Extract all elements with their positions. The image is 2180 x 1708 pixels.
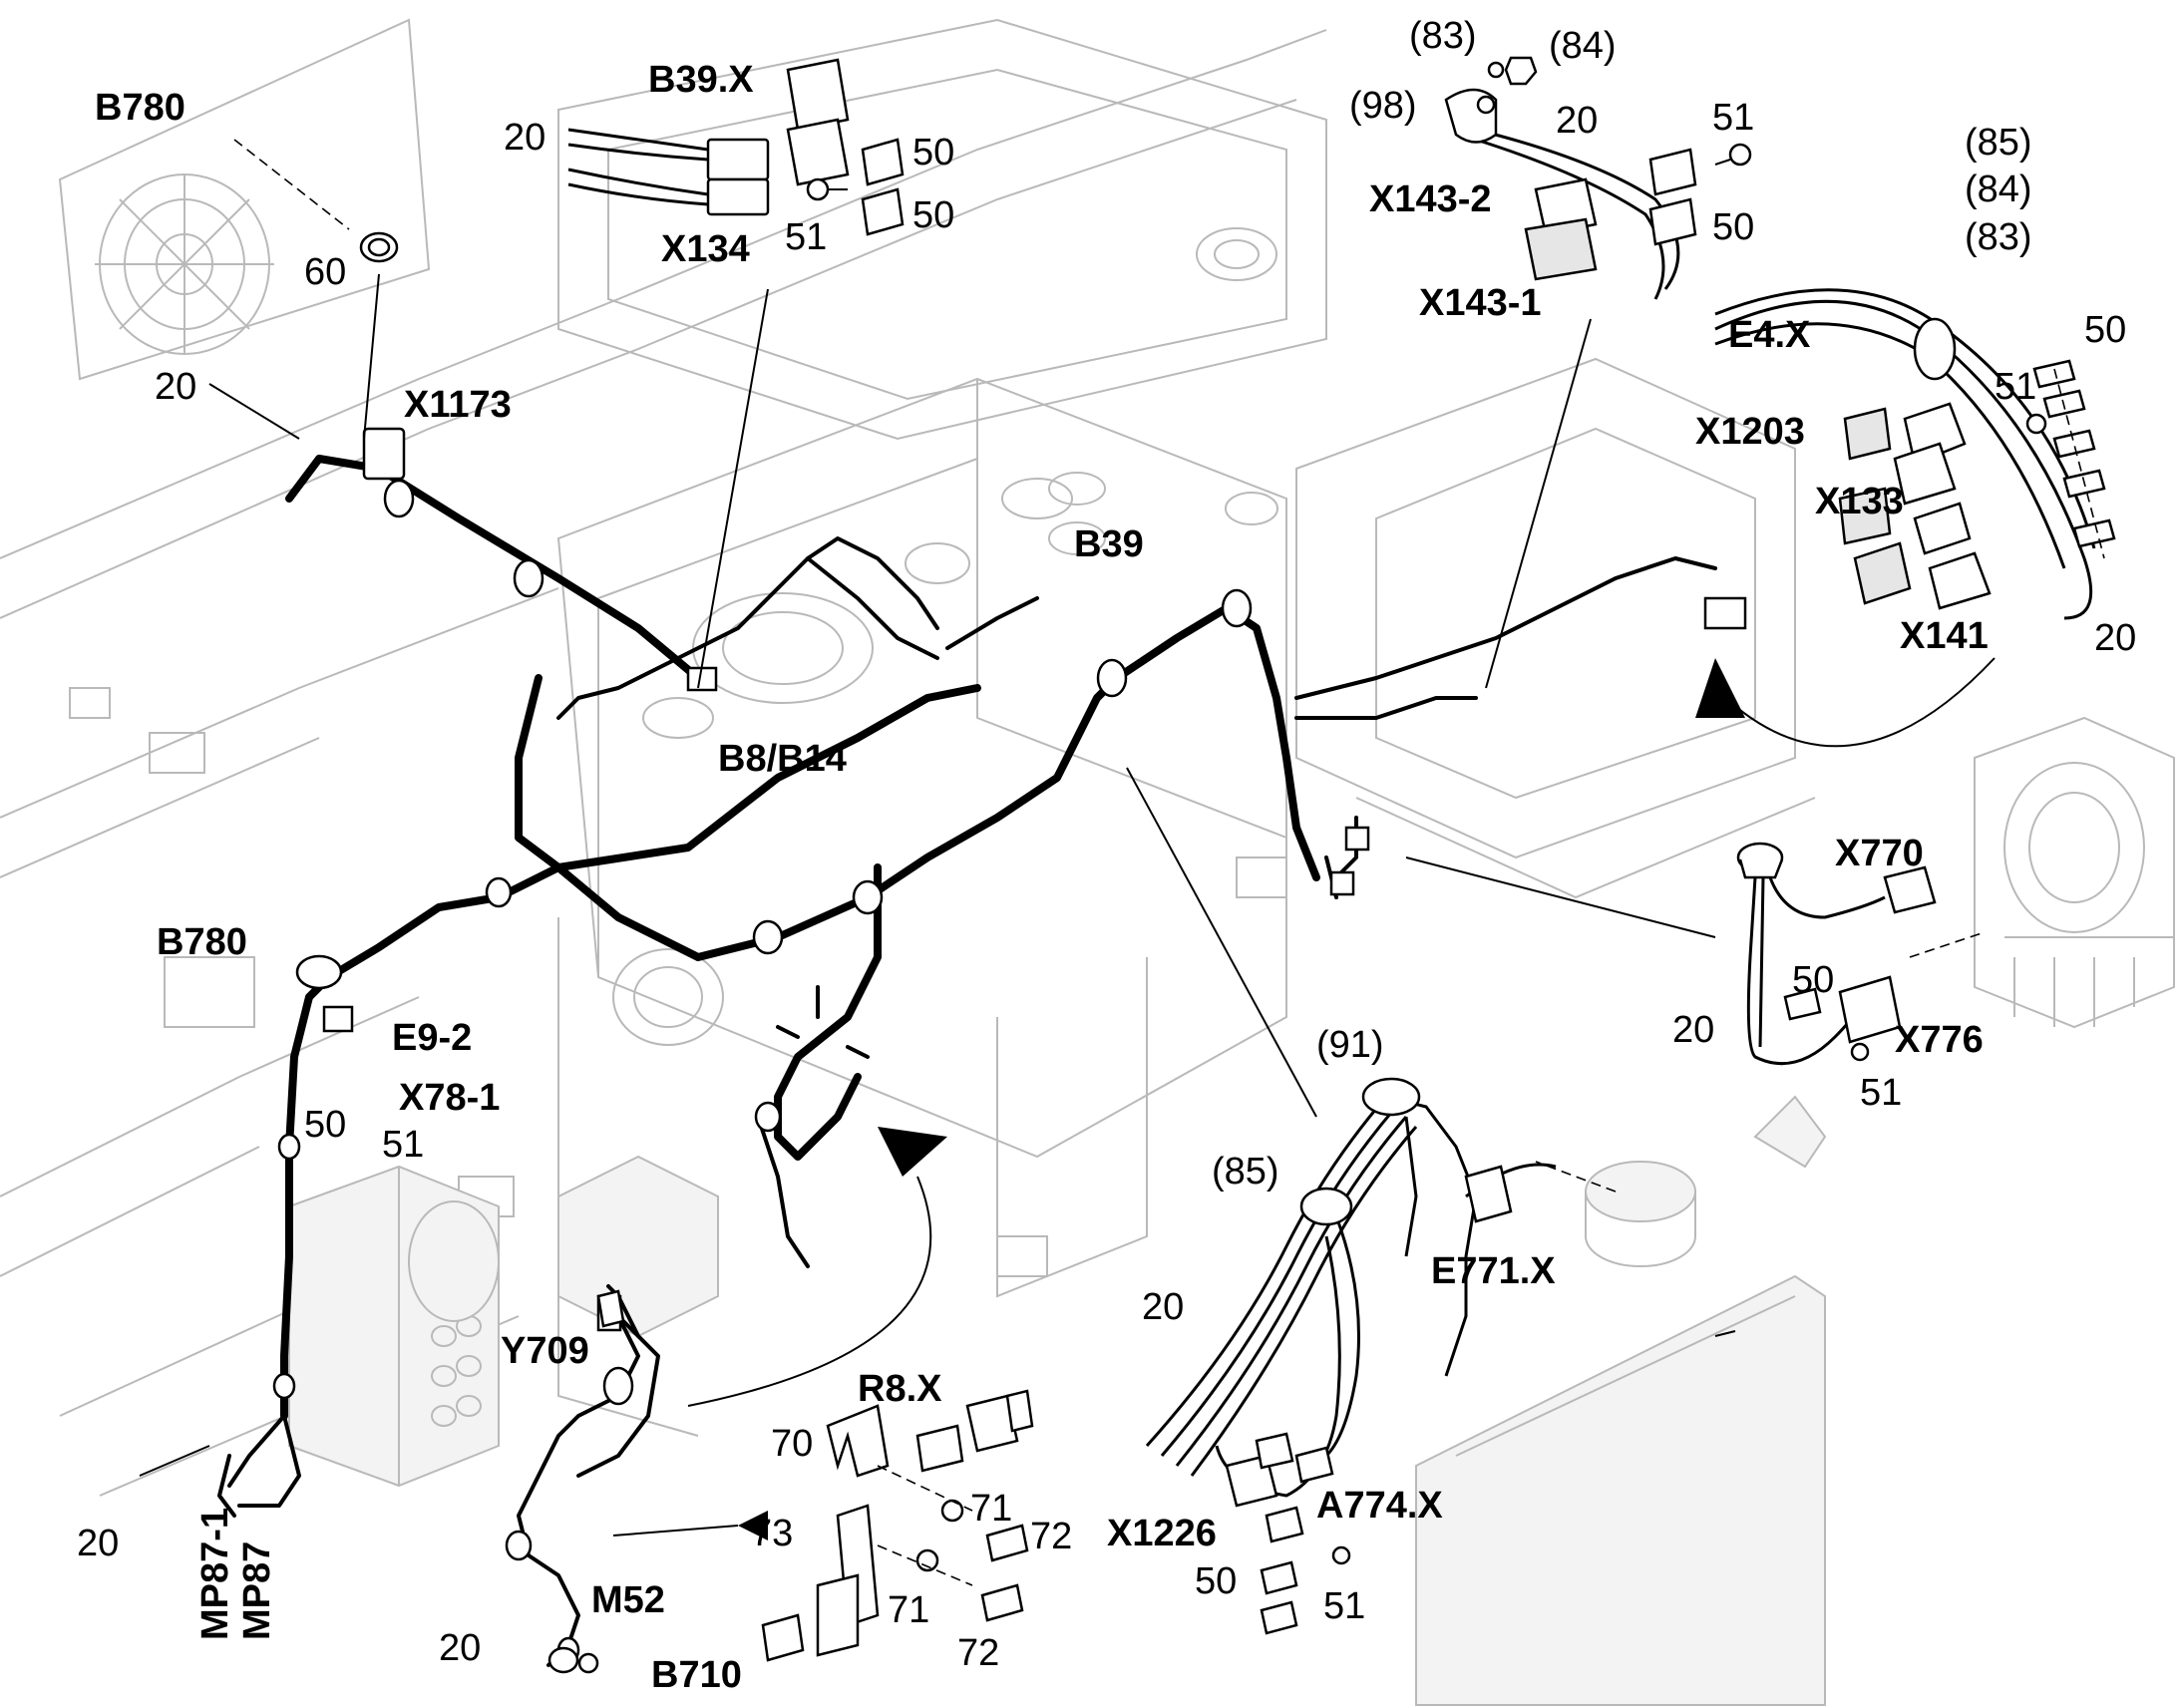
label-X133: X133: [1815, 481, 1904, 522]
label-20-m52: 20: [439, 1627, 481, 1669]
label-50-x776: 50: [1792, 959, 1834, 1001]
label-20-right: 20: [2094, 617, 2136, 659]
label-84-top: (84): [1549, 25, 1617, 67]
label-B39X: B39.X: [648, 59, 754, 101]
label-60: 60: [304, 251, 346, 293]
label-50-right: 50: [2084, 309, 2126, 351]
label-51-right: 51: [1995, 366, 2036, 408]
label-50-b39b: 50: [912, 194, 954, 236]
chassis-frame: [0, 18, 2175, 1706]
leader-lines: [139, 139, 1996, 1540]
label-M52: M52: [591, 1579, 665, 1621]
label-50-left: 50: [304, 1104, 346, 1146]
callout-labels: B780 B39.X 20 50 50 51 X134 60 20 X1173 …: [77, 15, 2136, 1696]
label-85-right: (85): [1965, 122, 2032, 164]
label-71a: 71: [970, 1488, 1012, 1530]
label-20-b39: 20: [504, 117, 545, 159]
label-B8B14: B8/B14: [718, 738, 847, 780]
label-51-a774: 51: [1323, 1585, 1365, 1627]
label-20-x143: 20: [1556, 100, 1598, 142]
x770-x776-detail: [1736, 842, 1937, 1066]
label-X1173: X1173: [404, 384, 512, 426]
label-R8X: R8.X: [858, 1368, 942, 1410]
label-50-b39a: 50: [912, 132, 954, 173]
label-51-x776: 51: [1860, 1072, 1902, 1114]
label-91: (91): [1316, 1024, 1384, 1066]
label-MP87-1: MP87-1: [194, 1508, 236, 1640]
label-A774X: A774.X: [1316, 1485, 1443, 1527]
label-85-mid: (85): [1212, 1151, 1279, 1193]
label-51-left: 51: [382, 1124, 424, 1166]
label-E4X: E4.X: [1728, 314, 1811, 356]
label-X143-2: X143-2: [1369, 178, 1492, 220]
label-B780-top: B780: [95, 87, 185, 129]
label-Y709: Y709: [501, 1330, 589, 1372]
e771-x1226-detail: [1145, 1077, 1557, 1635]
label-X78-1: X78-1: [399, 1077, 500, 1119]
label-71b: 71: [888, 1589, 929, 1631]
label-70: 70: [771, 1423, 813, 1465]
label-84-right: (84): [1965, 169, 2032, 210]
r8x-bracket-detail: [577, 1389, 1034, 1674]
label-X141: X141: [1900, 615, 1989, 657]
label-20-mid: 20: [1142, 1286, 1184, 1328]
label-X1203: X1203: [1695, 411, 1805, 453]
label-E771X: E771.X: [1431, 1250, 1556, 1292]
label-X776: X776: [1895, 1019, 1984, 1061]
label-E9-2: E9-2: [392, 1017, 472, 1059]
label-73: 73: [751, 1513, 793, 1554]
label-B39: B39: [1074, 523, 1144, 565]
label-20-bottom-left: 20: [77, 1523, 119, 1564]
y709-connector: [596, 1289, 625, 1328]
harness-clips: [272, 479, 1253, 1664]
label-X770: X770: [1835, 833, 1924, 874]
label-20-left: 20: [155, 366, 196, 408]
label-50-a774: 50: [1195, 1560, 1237, 1602]
label-50-x143: 50: [1712, 206, 1754, 248]
label-X143-1: X143-1: [1419, 282, 1542, 324]
label-83-right: (83): [1965, 216, 2032, 258]
label-83-top: (83): [1409, 15, 1477, 57]
label-72a: 72: [1030, 1516, 1072, 1557]
label-B710: B710: [651, 1654, 742, 1696]
b39x-x134-detail: [567, 58, 905, 236]
x141-detail: [1714, 288, 2116, 620]
label-X1226: X1226: [1107, 1513, 1217, 1554]
label-20-x776: 20: [1672, 1009, 1714, 1051]
label-72b: 72: [957, 1632, 999, 1674]
label-51-x143: 51: [1712, 97, 1754, 139]
label-B780-left: B780: [157, 921, 247, 963]
label-98: (98): [1349, 85, 1417, 127]
x143-detail: [1444, 56, 1752, 300]
label-51-b39: 51: [785, 216, 827, 258]
label-X134: X134: [661, 228, 750, 270]
grommet-60: [359, 231, 399, 263]
label-MP87: MP87: [236, 1541, 278, 1640]
